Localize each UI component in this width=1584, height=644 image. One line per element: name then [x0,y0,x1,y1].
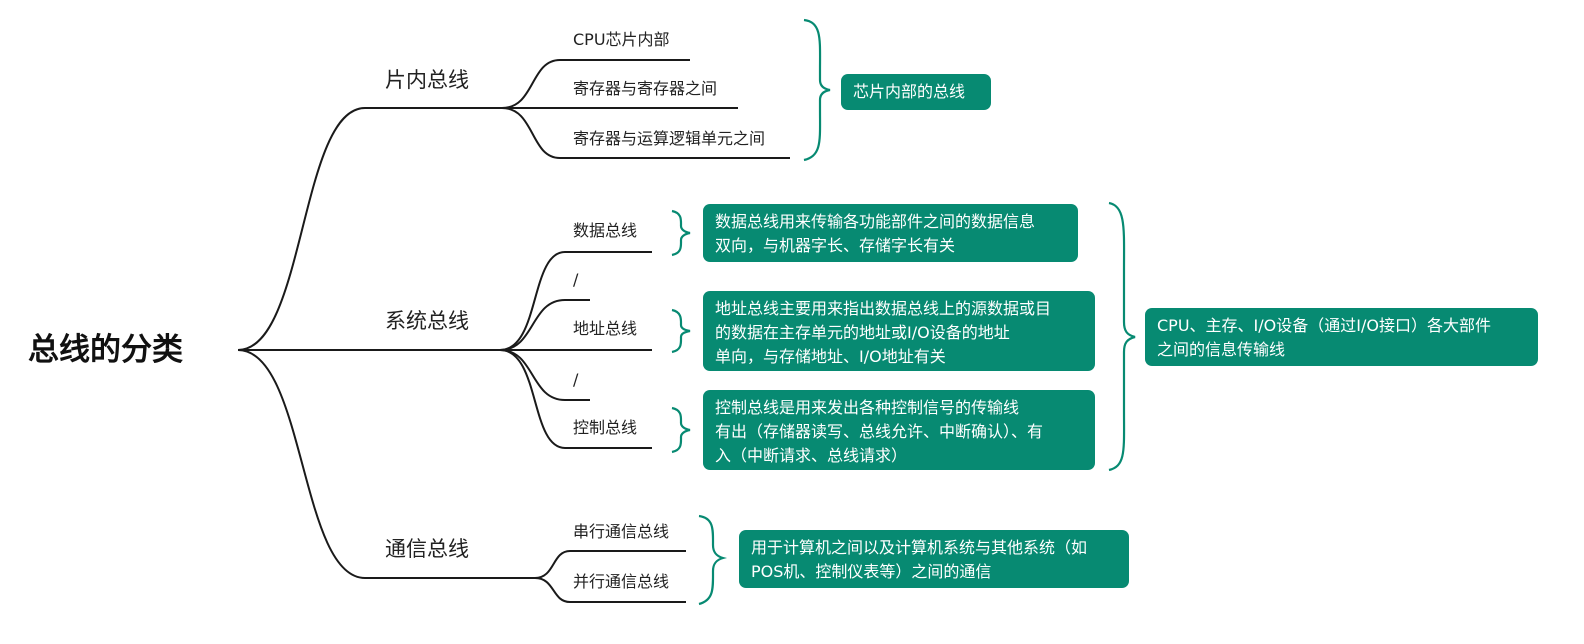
brace-data [671,209,691,257]
connector-root-chip [237,107,502,351]
brace-chip [803,18,831,162]
system-item-slash-1: / [573,270,579,289]
note-comm-bus: 用于计算机之间以及计算机系统与其他系统（如 POS机、控制仪表等）之间的通信 [739,530,1129,588]
connector-sys-ctrl [499,349,652,449]
chip-item-reg-alu: 寄存器与运算逻辑单元之间 [573,129,766,148]
note-address-bus: 地址总线主要用来指出数据总线上的源数据或目 的数据在主存单元的地址或I/O设备的… [703,291,1095,371]
brace-system [1108,201,1136,472]
connector-comm-1 [534,550,686,579]
connector-root-comm [237,349,535,579]
chip-item-reg-reg: 寄存器与寄存器之间 [573,79,718,98]
brace-ctrl [671,406,691,454]
note-chip-bus: 芯片内部的总线 [841,74,991,110]
note-control-bus: 控制总线是用来发出各种控制信号的传输线 有出（存储器读写、总线允许、中断确认）、… [703,390,1095,470]
branch-comm-label: 通信总线 [385,537,469,561]
brace-addr [671,308,691,354]
connector-sys-slash-1 [499,299,590,351]
root-title: 总线的分类 [28,332,183,368]
branch-chip-label: 片内总线 [385,68,469,92]
comm-item-parallel: 并行通信总线 [573,572,670,591]
connector-comm-2 [534,577,686,603]
system-item-data: 数据总线 [573,221,638,240]
chip-item-cpu: CPU芯片内部 [573,30,670,49]
connector-sys-data [499,251,652,351]
system-item-address: 地址总线 [573,319,638,338]
comm-item-serial: 串行通信总线 [573,522,670,541]
system-item-control: 控制总线 [573,418,638,437]
system-item-slash-2: / [573,370,579,389]
connector-chip-3 [501,107,790,159]
note-system-bus: CPU、主存、I/O设备（通过I/O接口）各大部件 之间的信息传输线 [1145,308,1538,366]
note-data-bus: 数据总线用来传输各功能部件之间的数据信息 双向，与机器字长、存储字长有关 [703,204,1078,262]
branch-system-label: 系统总线 [385,309,469,333]
brace-comm [698,514,727,606]
connector-chip-1 [501,59,690,109]
